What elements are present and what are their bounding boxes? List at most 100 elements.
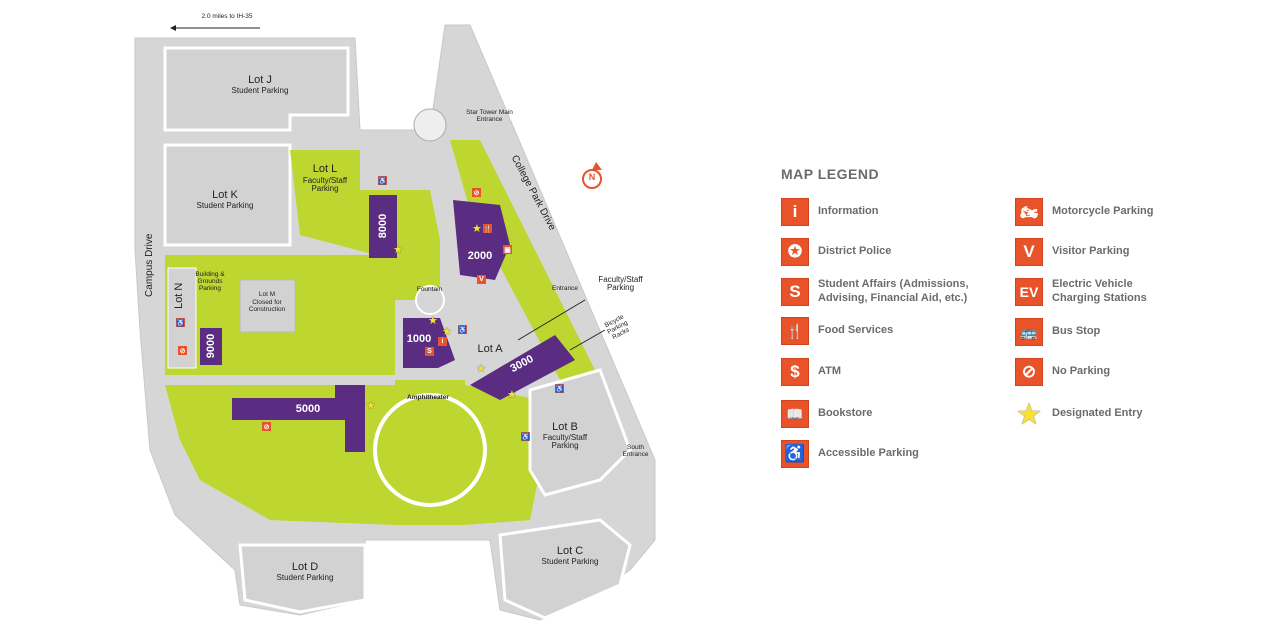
designated-entry-star-icon: ★	[507, 389, 517, 401]
legend-label: Designated Entry	[1052, 407, 1143, 420]
legend-item-information: i Information	[781, 198, 998, 226]
lot-m-sub: Closed for Construction	[248, 299, 286, 313]
north-pointer	[592, 162, 602, 170]
lot-a-name: Lot A	[477, 343, 503, 355]
legend-item-visitor-parking: V Visitor Parking	[1015, 238, 1232, 266]
building-1000-shape	[403, 318, 455, 368]
building-9000-shape	[200, 328, 222, 365]
green-lawn-east	[465, 385, 540, 525]
no-parking-map-icon: ⊘	[262, 422, 271, 431]
motorcycle-parking-icon: 🏍	[1015, 198, 1043, 226]
lot-l-name: Lot L	[312, 163, 338, 175]
legend-label: No Parking	[1052, 365, 1111, 378]
bookstore-icon: 📖	[781, 400, 809, 428]
information-icon: i	[781, 198, 809, 226]
designated-entry-star-icon: ★	[428, 315, 438, 327]
legend-label: Visitor Parking	[1052, 245, 1130, 258]
direction-arrow-head	[170, 25, 176, 31]
green-lawn-north	[290, 150, 440, 300]
lot-l-sub: Faculty/Staff Parking	[302, 176, 348, 194]
legend-label: Food Services	[818, 324, 894, 337]
entrance-label: Entrance	[551, 285, 579, 292]
accessible-parking-map-icon: ♿	[458, 325, 467, 334]
designated-entry-star-icon: ★	[366, 400, 376, 412]
south-entrance-label: South Entrance	[622, 444, 649, 458]
designated-entry-star-icon: ★	[393, 244, 403, 256]
direction-note: 2.0 miles to IH-35	[201, 13, 253, 20]
north-letter: N	[588, 172, 596, 182]
legend-title: MAP LEGEND	[781, 166, 880, 182]
legend-item-accessible-parking: ♿ Accessible Parking	[781, 440, 998, 468]
lot-d-shape	[238, 543, 367, 614]
amphitheater-circle	[373, 393, 487, 507]
legend-item-atm: $ ATM	[781, 358, 998, 386]
no-parking-map-icon: ⊘	[178, 346, 187, 355]
lot-j-shape	[163, 46, 350, 132]
information-map-icon: i	[438, 337, 447, 346]
legend-item-motorcycle-parking: 🏍 Motorcycle Parking	[1015, 198, 1232, 226]
lot-b-name: Lot B	[552, 421, 578, 433]
building-2000-label: 2000	[467, 250, 493, 262]
legend-label: Student Affairs (Admissions, Advising, F…	[818, 278, 969, 304]
legend-item-no-parking: ⊘ No Parking	[1015, 358, 1232, 386]
designated-entry-star-icon: ★	[472, 223, 482, 235]
lot-d-sub: Student Parking	[276, 573, 334, 582]
lot-c-name: Lot C	[556, 545, 584, 557]
accessible-parking-icon: ♿	[781, 440, 809, 468]
building-9000-label: 9000	[205, 333, 217, 359]
amphitheater-label: Amphitheater	[407, 394, 449, 401]
legend-label: Accessible Parking	[818, 447, 919, 460]
legend-label: Bookstore	[818, 407, 873, 420]
designated-entry-star-icon: ★	[442, 326, 452, 338]
lot-k-name: Lot K	[212, 189, 238, 201]
student-affairs-map-icon: S	[425, 347, 434, 356]
lot-n-name: Lot N	[173, 282, 186, 309]
legend-item-designated-entry: ★ Designated Entry	[1015, 398, 1232, 429]
lot-d-name: Lot D	[291, 561, 319, 573]
legend-item-student-affairs: S Student Affairs (Admissions, Advising,…	[781, 278, 998, 306]
lot-k-sub: Student Parking	[196, 201, 254, 210]
designated-entry-star-icon: ★	[1017, 398, 1041, 429]
police-badge-icon: ✪	[781, 238, 809, 266]
food-services-icon: 🍴	[781, 317, 809, 345]
legend-label: ATM	[818, 365, 842, 378]
fountain-label: Fountain	[416, 286, 443, 293]
accessible-parking-map-icon: ♿	[555, 384, 564, 393]
faculty-arrow	[517, 299, 586, 341]
campus-map: 2.0 miles to IH-35 N Lot J Student Parki…	[134, 13, 656, 621]
legend-label: Information	[818, 205, 879, 218]
green-lawn-center	[395, 380, 465, 525]
lot-m-name: Lot M	[258, 291, 276, 298]
legend-item-bookstore: 📖 Bookstore	[781, 400, 998, 428]
star-tower-circle	[413, 108, 447, 142]
designated-entry-star-icon: ★	[476, 363, 486, 375]
legend-label: Electric Vehicle Charging Stations	[1052, 278, 1147, 304]
campus-map-drawing	[134, 24, 656, 621]
visitor-parking-map-icon: V	[477, 275, 486, 284]
legend-label: District Police	[818, 245, 892, 258]
visitor-parking-icon: V	[1015, 238, 1043, 266]
building-3000-shape	[470, 335, 575, 400]
star-tower-entrance-label: Star Tower Main Entrance	[466, 109, 513, 123]
food-services-map-icon: 🍴	[483, 224, 492, 233]
building-1000-label: 1000	[406, 333, 432, 345]
lot-j-name: Lot J	[248, 74, 272, 86]
bus-stop-icon: 🚌	[1015, 318, 1043, 346]
lot-b-shape	[528, 368, 632, 497]
no-parking-icon: ⊘	[1015, 358, 1043, 386]
building-5000-label: 5000	[295, 403, 321, 415]
atm-icon: $	[781, 358, 809, 386]
accessible-parking-map-icon: ♿	[176, 318, 185, 327]
lot-k-shape	[163, 143, 292, 247]
building-5000-shape	[232, 385, 365, 452]
bicycle-arrow	[569, 329, 606, 351]
fountain-circle	[415, 285, 445, 315]
building-2000-shape	[453, 200, 510, 280]
no-parking-map-icon: ⊘	[472, 188, 481, 197]
legend-item-bus-stop: 🚌 Bus Stop	[1015, 318, 1232, 346]
student-affairs-icon: S	[781, 278, 809, 306]
accessible-parking-map-icon: ♿	[521, 432, 530, 441]
building-8000-label: 8000	[377, 213, 389, 239]
legend-item-ev-charging: EV Electric Vehicle Charging Stations	[1015, 278, 1182, 306]
lot-c-shape	[498, 518, 632, 620]
